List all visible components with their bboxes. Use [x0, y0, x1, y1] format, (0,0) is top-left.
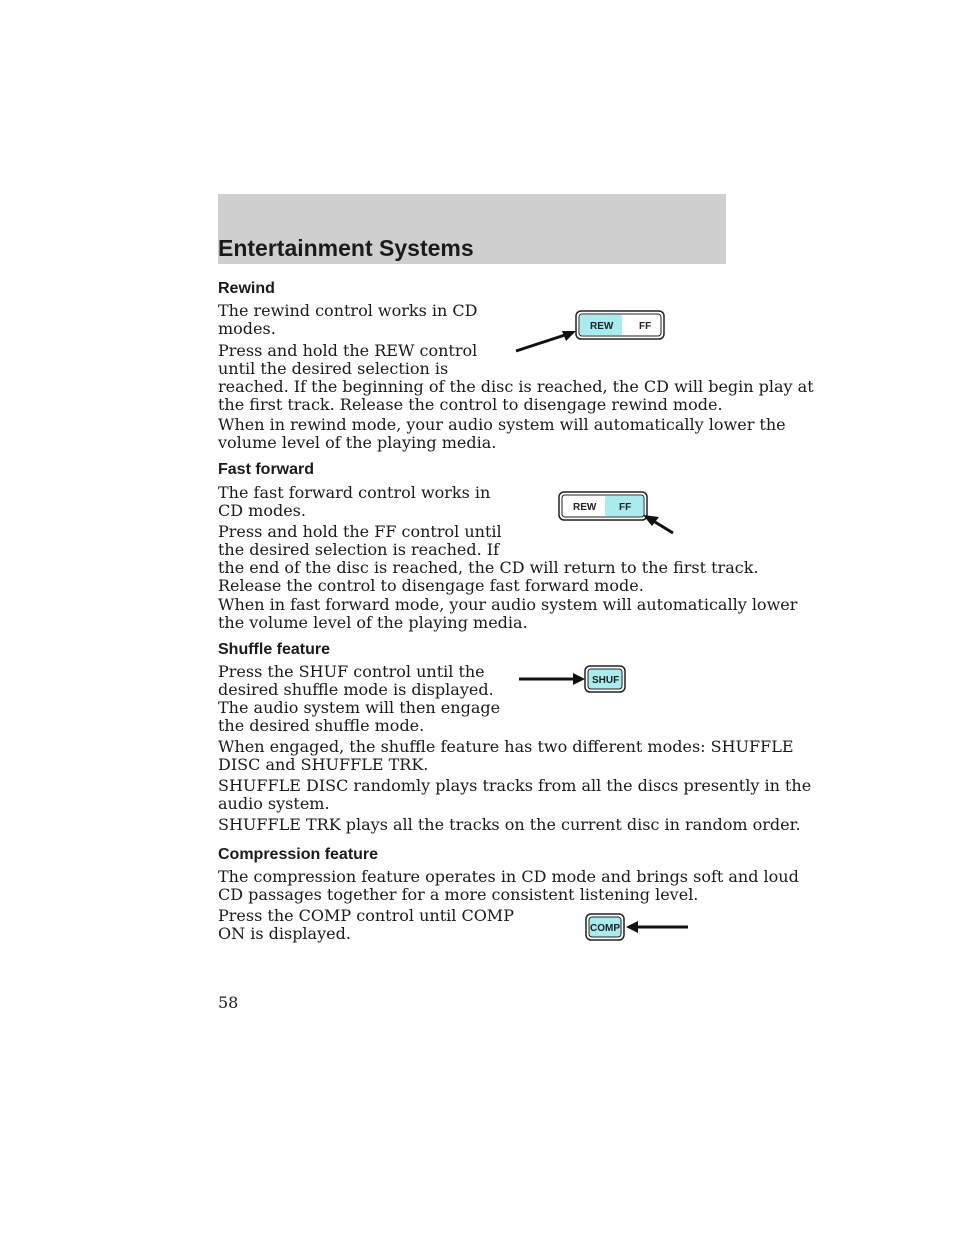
header-band	[218, 194, 726, 264]
rew-button-highlight	[580, 315, 622, 335]
page-number: 58	[218, 993, 239, 1012]
shuffle-paragraph-3: SHUFFLE DISC randomly plays tracks from …	[218, 776, 812, 813]
rew-ff-figure-2: REW FF	[558, 491, 674, 535]
heading-compression: Compression feature	[218, 846, 379, 863]
compression-paragraph-1: The compression feature operates in CD m…	[218, 867, 799, 904]
ff-button-highlight	[605, 496, 643, 516]
comp-label: COMP	[590, 923, 620, 934]
comp-button-highlight	[588, 916, 622, 938]
shuf-label: SHUF	[592, 675, 619, 686]
comp-figure: COMP	[585, 913, 688, 941]
rewind-paragraph-3: When in rewind mode, your audio system w…	[218, 415, 786, 452]
pointer-arrow-icon	[515, 333, 566, 353]
rew-ff-figure-1: REW FF	[515, 310, 665, 353]
shuffle-paragraph-4: SHUFFLE TRK plays all the tracks on the …	[218, 815, 801, 834]
ff-label: FF	[639, 321, 651, 332]
shuf-button-highlight	[587, 668, 623, 690]
shuf-figure: SHUF	[519, 665, 626, 693]
ff-paragraph-3: When in fast forward mode, your audio sy…	[218, 595, 798, 632]
ff-label: FF	[619, 502, 631, 513]
page-section-title: Entertainment Systems	[218, 235, 474, 261]
heading-rewind: Rewind	[218, 280, 275, 297]
heading-shuffle: Shuffle feature	[218, 641, 331, 658]
pointer-arrow-icon	[654, 520, 674, 535]
shuffle-paragraph-2: When engaged, the shuffle feature has tw…	[218, 737, 794, 774]
heading-fast-forward: Fast forward	[218, 461, 315, 478]
rew-label: REW	[590, 321, 614, 332]
rew-label: REW	[573, 502, 597, 513]
